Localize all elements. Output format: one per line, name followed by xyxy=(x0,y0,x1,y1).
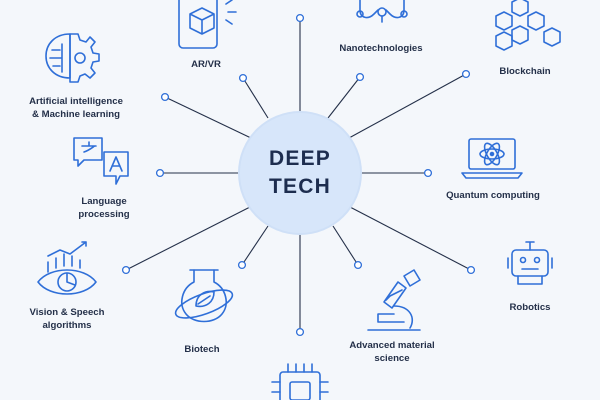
hub-title-line1: DEEP xyxy=(269,147,331,170)
spoke-dot-language xyxy=(155,168,165,178)
spoke-dot-bottom xyxy=(295,327,305,337)
brain-circuit-icon xyxy=(45,33,100,83)
laptop-atom-icon xyxy=(461,138,523,179)
label-nanotechnologies: Nanotechnologies xyxy=(339,43,423,54)
spoke-line-blockchain xyxy=(348,73,467,139)
spoke-line-nano xyxy=(327,76,361,119)
spoke-line-materials xyxy=(332,225,359,266)
blockchain-cubes-icon xyxy=(495,0,561,51)
spoke-dot-robotics xyxy=(466,265,476,275)
hub-title-line2: TECH xyxy=(269,175,331,198)
label-language-processing: Language processing xyxy=(78,196,130,220)
label-blockchain: Blockchain xyxy=(499,66,551,77)
microscope-icon xyxy=(367,269,421,331)
spoke-dot-blockchain xyxy=(461,69,471,79)
label-advanced-material-science: Advanced material science xyxy=(349,340,435,364)
spoke-dot-ai xyxy=(160,92,170,102)
spoke-line-ai xyxy=(164,96,252,139)
label-ar-vr: AR/VR xyxy=(191,59,221,70)
spoke-dot-nano xyxy=(355,72,365,82)
spoke-line-biotech xyxy=(241,225,269,266)
spoke-line-arvr xyxy=(242,77,269,119)
deep-tech-hub: DEEP TECH xyxy=(240,113,360,233)
microchip-icon xyxy=(271,363,329,400)
spoke-line-vision xyxy=(125,206,251,271)
label-biotech: Biotech xyxy=(184,344,220,355)
nano-molecule-icon xyxy=(356,0,408,23)
label-ai-ml: Artificial intelligence & Machine learni… xyxy=(29,96,123,120)
spoke-line-robotics xyxy=(349,206,472,271)
translate-bubbles-icon xyxy=(73,137,129,185)
spoke-dot-vision xyxy=(121,265,131,275)
robot-icon xyxy=(507,241,553,285)
spoke-dot-top xyxy=(295,13,305,23)
flask-leaf-icon xyxy=(174,269,234,323)
ar-vr-cube-icon xyxy=(178,0,237,49)
eye-chart-icon xyxy=(37,241,97,295)
label-robotics: Robotics xyxy=(509,302,551,313)
spoke-dot-arvr xyxy=(238,73,248,83)
label-quantum-computing: Quantum computing xyxy=(446,190,540,201)
spoke-dot-biotech xyxy=(237,260,247,270)
spoke-dot-materials xyxy=(353,260,363,270)
label-vision-speech: Vision & Speech algorithms xyxy=(29,307,105,331)
spoke-dot-quantum xyxy=(423,168,433,178)
